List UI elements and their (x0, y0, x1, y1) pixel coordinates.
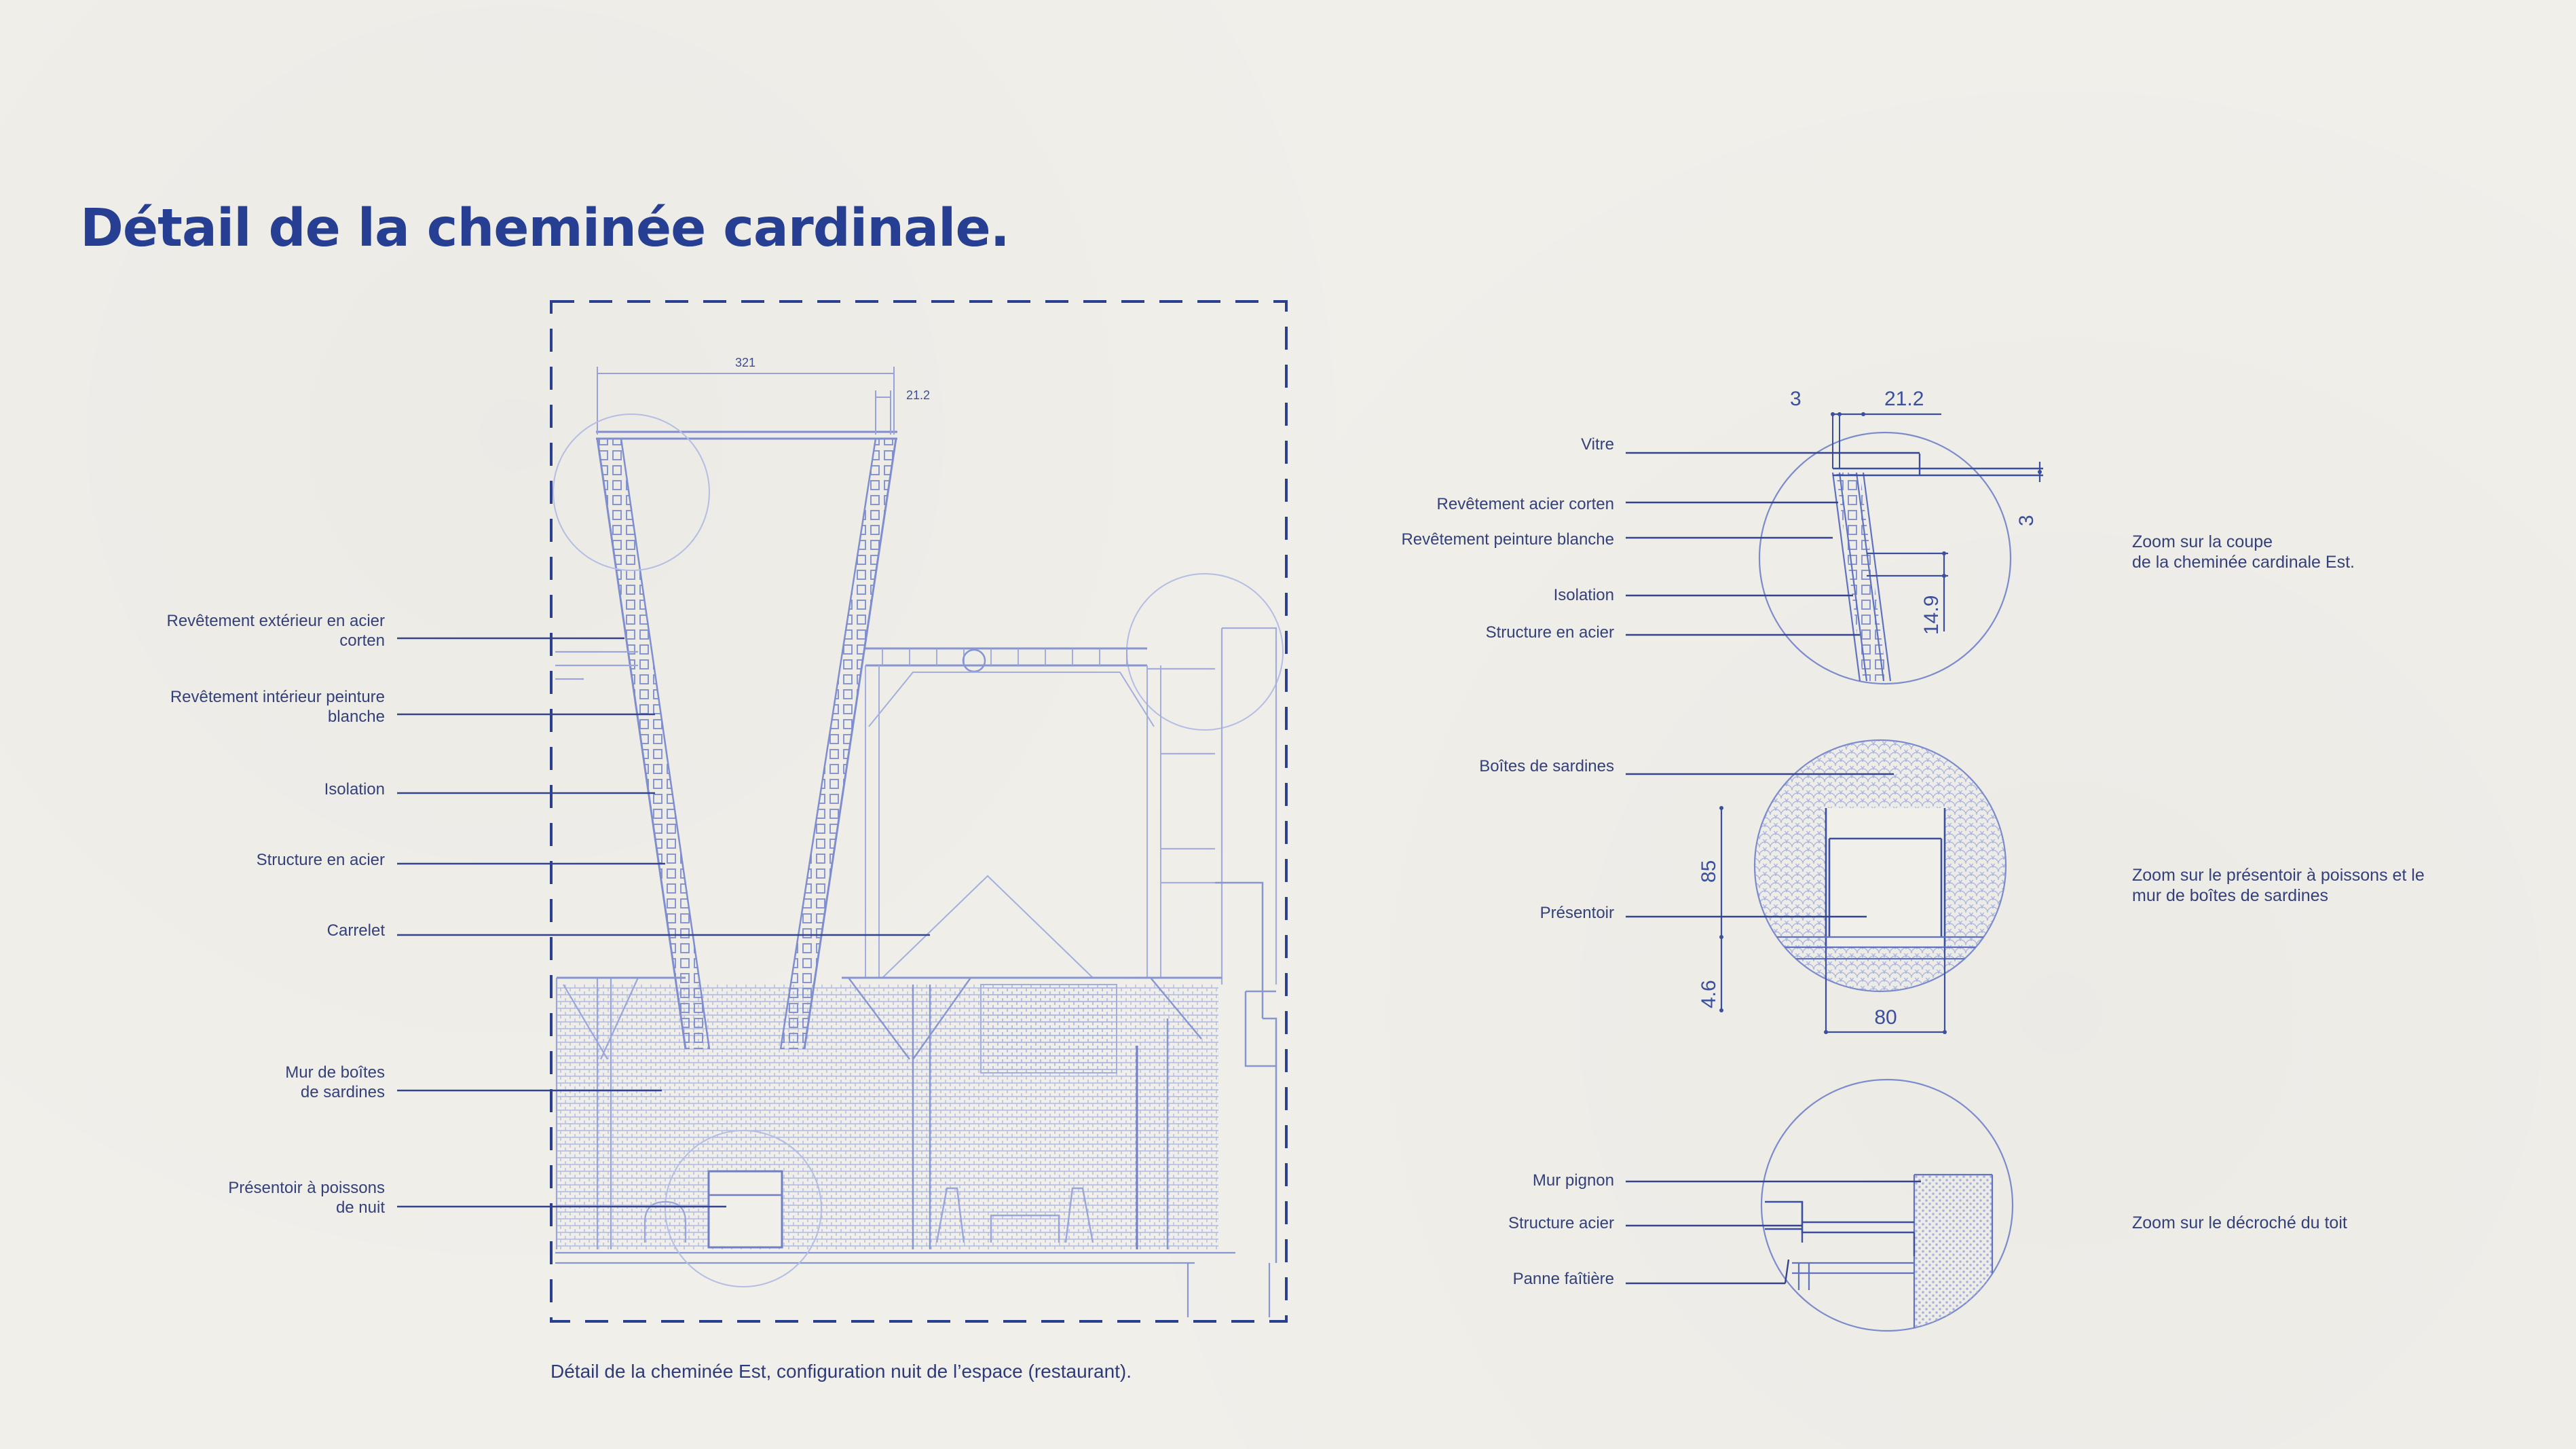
detail-circle-right (1126, 573, 1284, 731)
dim-width: 321 (735, 356, 755, 369)
main-elevation-drawing: 321 21.2 (550, 300, 1288, 1323)
detail1-dim-height: 14.9 (1920, 595, 1943, 635)
d1-label-white-paint: Revêtement peinture blanche (1401, 530, 1614, 549)
dim-wall: 21.2 (906, 388, 930, 402)
detail2-dim-offset: 4.6 (1698, 980, 1720, 1008)
detail2-dim-width: 80 (1874, 1006, 1897, 1029)
detail-circle-bottom (665, 1130, 822, 1287)
d2-label-presentoir: Présentoir (1539, 904, 1614, 922)
d1-label-vitre: Vitre (1581, 435, 1614, 454)
d1-label-structure: Structure en acier (1485, 623, 1614, 642)
drawing-caption: Détail de la cheminée Est, configuration… (550, 1361, 1132, 1382)
detail-circle-top (553, 414, 710, 571)
page-title: Détail de la cheminée cardinale. (80, 198, 1010, 259)
label-isolation: Isolation (324, 780, 385, 799)
detail-roof-step (1626, 1078, 2014, 1332)
d1-label-corten: Revêtement acier corten (1436, 495, 1614, 513)
detail-chimney-section: 3 21.2 3 14.9 (1626, 388, 2043, 685)
d2-label-sardine-boxes: Boîtes de sardines (1479, 757, 1614, 775)
d1-label-isolation: Isolation (1553, 586, 1614, 604)
detail1-dim-right: 3 (2015, 515, 2038, 526)
label-carrelet: Carrelet (326, 921, 385, 940)
d3-label-ridge-purlin: Panne faîtière (1512, 1270, 1614, 1288)
left-leader-lines (397, 637, 930, 1208)
d3-label-steel-structure: Structure acier (1508, 1214, 1614, 1232)
presentoir-box (707, 1170, 783, 1249)
sardine-wall-hatch (557, 985, 1218, 1249)
detail-presentoir: 85 4.6 80 (1626, 739, 2007, 1034)
d3-label-gable-wall: Mur pignon (1532, 1171, 1614, 1190)
detail1-dim-top-a: 3 (1790, 388, 1802, 410)
label-steel-structure: Structure en acier (256, 851, 385, 869)
d3-zoom-note: Zoom sur le décroché du toit (2132, 1213, 2347, 1232)
detail2-dim-height: 85 (1698, 860, 1720, 883)
detail1-dim-top-b: 21.2 (1884, 388, 1924, 410)
